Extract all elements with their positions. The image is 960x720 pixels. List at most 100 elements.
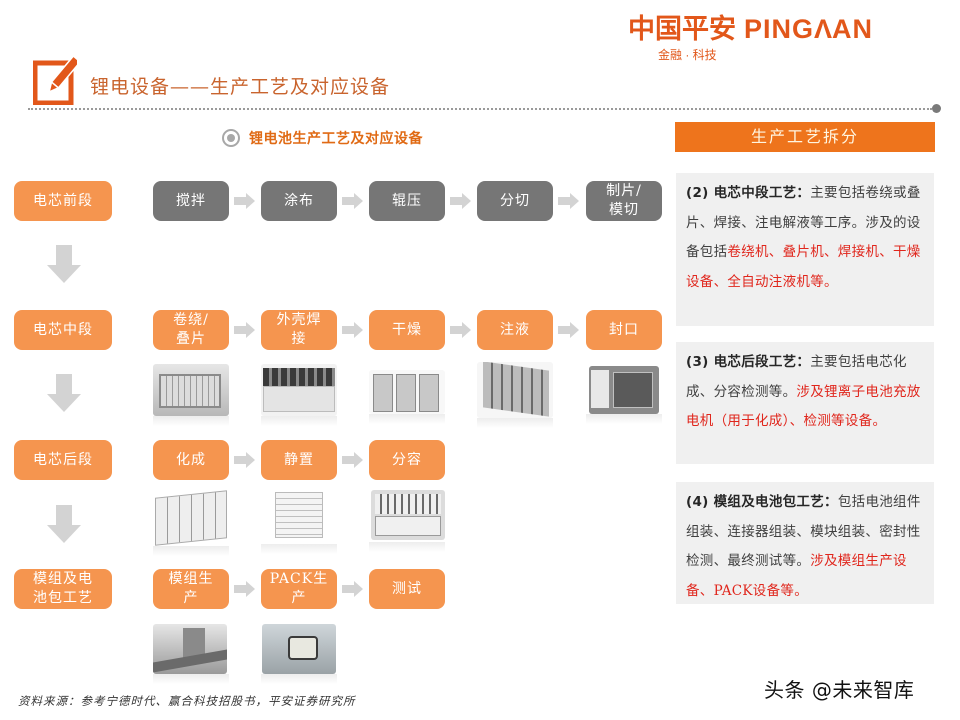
- process-card-back: (3) 电芯后段工艺：主要包括电芯化成、分容检测等。涉及锂离子电池充放电机（用于…: [676, 342, 934, 464]
- step-die-cutting: 制片/ 模切: [586, 181, 662, 221]
- photo-reflection: [369, 414, 445, 424]
- step-testing: 测试: [369, 569, 445, 609]
- photo-reflection: [153, 416, 229, 426]
- stage-label: 电芯后段: [33, 451, 93, 468]
- step-formation: 化成: [153, 440, 229, 480]
- step-module-production: 模组生 产: [153, 569, 229, 609]
- step-label: 涂布: [284, 192, 314, 209]
- photo-reflection: [261, 674, 337, 684]
- right-arrow-icon: [234, 322, 256, 338]
- stage-middle: 电芯中段: [14, 310, 112, 350]
- title-divider: [28, 108, 932, 110]
- step-label: 外壳焊 接: [276, 312, 322, 347]
- process-card-middle: (2) 电芯中段工艺：主要包括卷绕或叠片、焊接、注电解液等工序。涉及的设备包括卷…: [676, 173, 934, 326]
- radio-bullet-icon: [222, 129, 240, 147]
- stage-label: 模组及电 池包工艺: [33, 571, 93, 606]
- photo-reflection: [153, 674, 229, 684]
- card-highlight: 涉及锂离子电池充放电机（用于化成）、检测等设备。: [686, 383, 921, 430]
- card-highlight: 卷绕机、叠片机、焊接机、干燥设备、全自动注液机等。: [686, 244, 921, 290]
- source-note: 资料来源：参考宁德时代、赢合科技招股书，平安证券研究所: [18, 694, 356, 708]
- right-arrow-icon: [342, 581, 364, 597]
- card-text: 主要包括卷绕或叠片、焊接、注电解液等工序。涉及的设备包括: [686, 185, 921, 260]
- stage-back: 电芯后段: [14, 440, 112, 480]
- photo-reflection: [261, 416, 337, 426]
- card-label: (2) 电芯中段工艺：: [686, 185, 811, 201]
- step-label: 封口: [609, 321, 639, 338]
- stage-label: 电芯中段: [33, 321, 93, 338]
- card-label: (4) 模组及电池包工艺：: [686, 494, 838, 510]
- card-highlight: 涉及模组生产设备、PACK设备等。: [686, 553, 907, 599]
- right-arrow-icon: [234, 452, 256, 468]
- right-arrow-icon: [342, 452, 364, 468]
- step-grading: 分容: [369, 440, 445, 480]
- watermark: 头条 @未来智库: [764, 678, 915, 702]
- right-arrow-icon: [558, 322, 580, 338]
- step-label: 干燥: [392, 321, 422, 338]
- right-arrow-icon: [342, 193, 364, 209]
- winding-machine-photo: [153, 364, 229, 416]
- photo-reflection: [586, 414, 662, 424]
- step-label: 制片/ 模切: [606, 183, 642, 218]
- right-arrow-icon: [234, 193, 256, 209]
- step-slitting: 分切: [477, 181, 553, 221]
- drying-oven-photo: [369, 370, 445, 414]
- step-injection: 注液: [477, 310, 553, 350]
- page-title: 锂电设备——生产工艺及对应设备: [90, 76, 391, 98]
- step-drying: 干燥: [369, 310, 445, 350]
- section-title: 锂电池生产工艺及对应设备: [249, 131, 423, 147]
- step-sealing: 封口: [586, 310, 662, 350]
- step-label: 分容: [392, 451, 422, 468]
- photo-reflection: [153, 546, 229, 556]
- panel-title: 生产工艺拆分: [675, 122, 935, 152]
- sealing-machine-photo: [589, 366, 659, 414]
- logo-tagline: 金融 · 科技: [658, 48, 717, 62]
- step-label: 辊压: [392, 192, 422, 209]
- step-label: 分切: [500, 192, 530, 209]
- step-label: 静置: [284, 451, 314, 468]
- stage-module-pack: 模组及电 池包工艺: [14, 569, 112, 609]
- divider-end-dot: [932, 104, 941, 113]
- aging-rack-photo: [271, 490, 327, 542]
- welding-machine-photo: [261, 364, 337, 416]
- formation-cabinet-photo: [153, 490, 229, 546]
- edit-pencil-icon: [33, 55, 77, 105]
- right-arrow-icon: [234, 581, 256, 597]
- step-coating: 涂布: [261, 181, 337, 221]
- step-label: 注液: [500, 321, 530, 338]
- down-arrow-icon: [47, 374, 81, 412]
- step-label: 测试: [392, 580, 422, 597]
- logo-cn: 中国平安: [628, 14, 736, 44]
- logo-en-a: Λ: [814, 14, 834, 44]
- stage-label: 电芯前段: [33, 192, 93, 209]
- right-arrow-icon: [450, 322, 472, 338]
- process-card-module-pack: (4) 模组及电池包工艺：包括电池组件组装、连接器组装、模块组装、密封性检测、最…: [676, 482, 934, 604]
- photo-reflection: [477, 418, 553, 428]
- step-label: 模组生 产: [168, 571, 214, 606]
- step-label: PACK生 产: [269, 571, 329, 606]
- step-rolling: 辊压: [369, 181, 445, 221]
- step-shell-welding: 外壳焊 接: [261, 310, 337, 350]
- step-label: 化成: [176, 451, 206, 468]
- step-winding-stacking: 卷绕/ 叠片: [153, 310, 229, 350]
- module-line-photo: [153, 624, 227, 674]
- injection-machine-photo: [477, 362, 553, 418]
- stage-front: 电芯前段: [14, 181, 112, 221]
- card-text: 包括电池组件组装、连接器组装、模块组装、密封性检测、最终测试等。: [686, 494, 921, 569]
- photo-reflection: [261, 544, 337, 554]
- down-arrow-icon: [47, 505, 81, 543]
- down-arrow-icon: [47, 245, 81, 283]
- right-arrow-icon: [558, 193, 580, 209]
- step-label: 搅拌: [176, 192, 206, 209]
- step-mixing: 搅拌: [153, 181, 229, 221]
- step-pack-production: PACK生 产: [261, 569, 337, 609]
- right-arrow-icon: [342, 322, 364, 338]
- logo-en-post: AN: [832, 14, 874, 44]
- card-text: 主要包括电芯化成、分容检测等。: [686, 354, 907, 400]
- step-label: 卷绕/ 叠片: [173, 312, 209, 347]
- photo-reflection: [369, 542, 445, 552]
- right-arrow-icon: [450, 193, 472, 209]
- step-aging: 静置: [261, 440, 337, 480]
- grading-machine-photo: [371, 490, 445, 540]
